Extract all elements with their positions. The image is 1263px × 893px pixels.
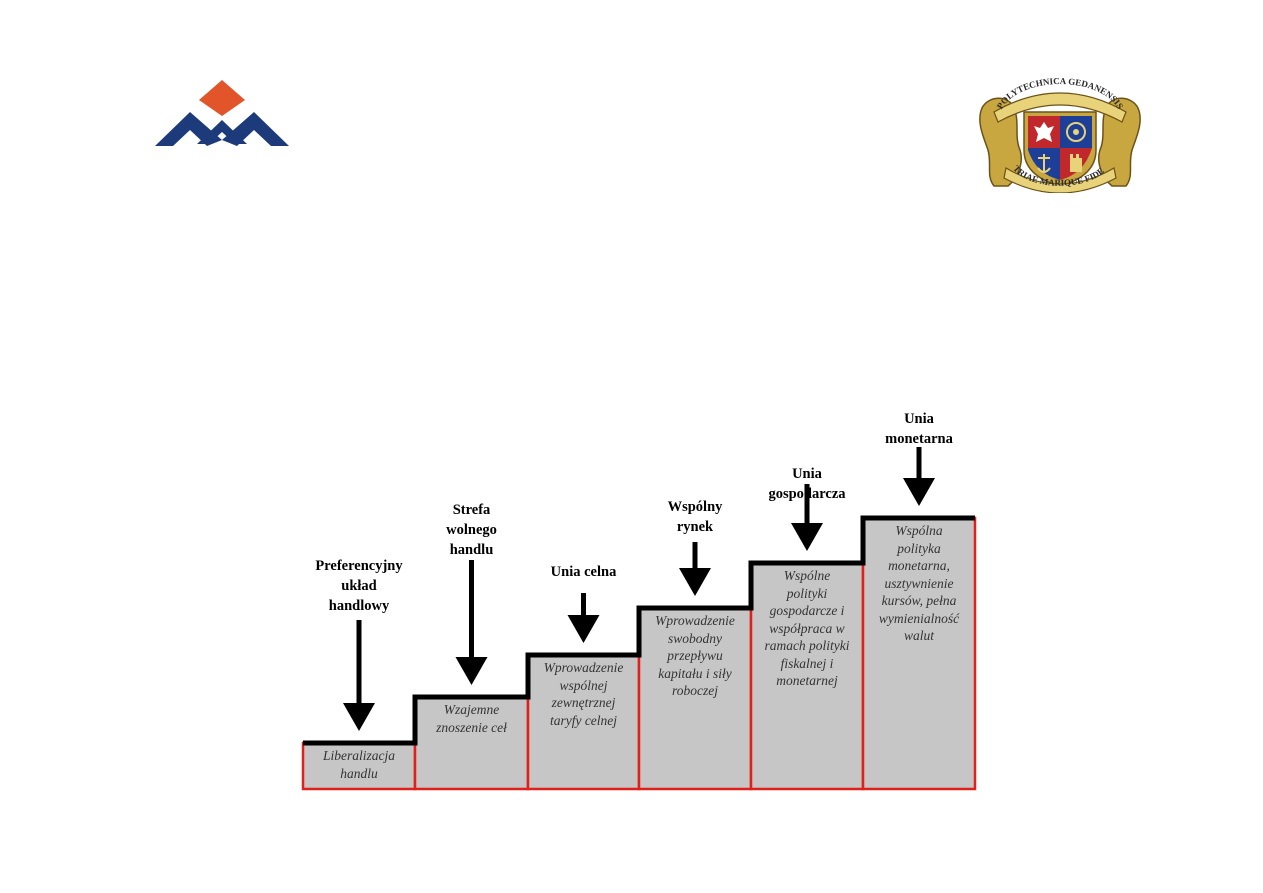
crest-tower-icon [1070, 154, 1082, 172]
step-description-line: wymienialność [878, 610, 960, 626]
stage-label-line: Unia [792, 466, 822, 482]
step-description-line: Wzajemne [443, 702, 500, 717]
logo-white-chevron [199, 102, 245, 124]
step-description-line: handlu [340, 765, 378, 781]
stage-arrow-head-5 [791, 523, 823, 551]
stage-label-line: wolnego [446, 522, 497, 538]
step-description-line: polityki [786, 585, 828, 601]
stage-label-line: Wspólny [667, 499, 723, 515]
crest-eagle-icon [1034, 122, 1054, 142]
stage-label-6: Unia monetarna [844, 409, 994, 449]
step-description-line: Wprowadzenie [655, 613, 735, 628]
crest-anchor-icon [1037, 154, 1051, 173]
step-description-line: ramach polityki [764, 638, 850, 653]
stair-outline [303, 515, 975, 746]
step-description-line: monetarna, [888, 558, 950, 573]
logo-right-triangle [222, 112, 289, 146]
step-box-6 [861, 516, 977, 791]
triangles-logo-icon [155, 80, 289, 146]
stage-label-line: Preferencyjny [315, 558, 403, 574]
step-description-line: kapitału i siły [658, 665, 732, 681]
stage-label-4: Wspólny rynek [620, 497, 770, 537]
step-description-line: zewnętrznej [551, 695, 616, 710]
step-description-line: wspólnej [559, 677, 608, 693]
step-box-4 [637, 606, 753, 791]
step-description-line: kursów, pełna [881, 593, 957, 608]
step-description-line: współpraca w [769, 620, 845, 636]
step-description-line: usztywnienie [884, 575, 954, 591]
step-description-line: polityka [897, 540, 941, 556]
step-description-line: znoszenie ceł [436, 719, 507, 735]
step-description-line: roboczej [672, 683, 718, 698]
step-description-line: monetarnej [776, 673, 838, 688]
stage-label-line: Strefa [452, 502, 491, 518]
stage-label-5: Unia gospodarcza [732, 464, 882, 504]
step-description-line: Liberalizacja [322, 748, 395, 763]
step-description-6: Wspólna polityka monetarna, usztywnienie kur… [865, 522, 973, 645]
step-description-4: Wprowadzenie swobodny przepływu kapitału i … [641, 612, 749, 700]
stage-label-line: handlu [449, 542, 494, 558]
stage-label-line: Unia celna [550, 564, 617, 580]
stage-label-line: Unia [904, 411, 934, 427]
step-description-3: Wprowadzenie wspólnej zewnętrznej taryfy ce… [530, 659, 637, 729]
stage-arrow-head-3 [567, 615, 600, 643]
stage-label-line: gospodarcza [768, 486, 846, 502]
step-box-5 [749, 561, 865, 791]
step-description-line: Wspólne [783, 568, 831, 583]
stage-arrow-head-2 [455, 657, 488, 685]
stage-arrow-head-4 [679, 568, 711, 596]
step-description-5: Wspólne polityki gospodarcze i współpraca w… [753, 567, 861, 690]
step-description-line: Wprowadzenie [543, 660, 624, 675]
crest-bottom-ribbon [1003, 167, 1117, 193]
step-description-line: gospodarcze i [769, 603, 845, 618]
step-description-2: Wzajemne znoszenie ceł [417, 701, 526, 736]
stage-label-line: rynek [676, 519, 714, 535]
stage-label-1: Preferencyjny układ handlowy [284, 556, 434, 616]
step-description-line: walut [903, 628, 934, 643]
stage-label-3: Unia celna [509, 562, 659, 582]
stage-label-line: handlowy [328, 598, 390, 614]
crest-gear-icon [1066, 122, 1086, 142]
step-description-line: swobodny [668, 630, 722, 646]
stage-label-line: układ [341, 578, 377, 594]
step-description-1: Liberalizacja handlu [305, 747, 413, 782]
step-description-line: fiskalnej i [780, 655, 834, 671]
crest-gear-hub [1073, 129, 1079, 135]
university-crest-icon: POLYTECHNICA GEDANENSIS PATRIAE MARIQUE … [978, 78, 1141, 193]
stage-label-line: monetarna [885, 431, 953, 447]
step-description-line: przepływu [667, 648, 723, 663]
logo-orange-diamond [199, 80, 245, 116]
step-description-line: taryfy celnej [549, 712, 618, 728]
stage-label-2: Strefa wolnego handlu [397, 500, 547, 560]
stage-arrow-head-1 [343, 703, 375, 731]
crest-top-ribbon [993, 92, 1127, 123]
step-description-line: Wspólna [895, 523, 943, 538]
stage-arrow-head-6 [903, 478, 935, 506]
